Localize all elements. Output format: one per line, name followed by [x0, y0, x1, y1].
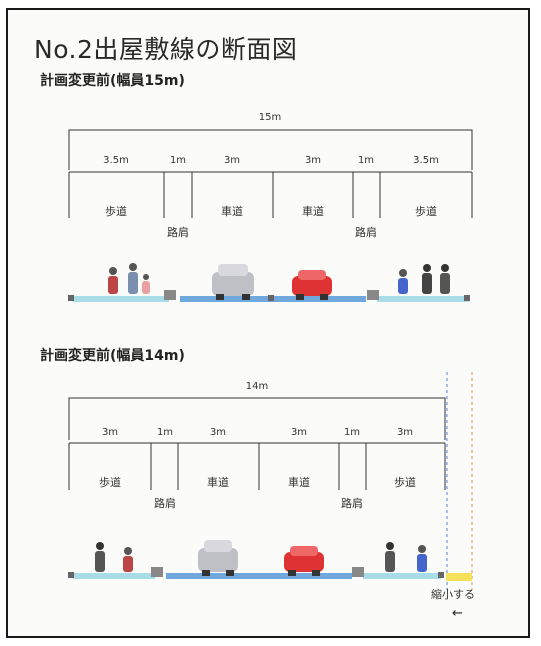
sidewalk-left-2 [73, 573, 155, 579]
curb-right-1 [367, 290, 379, 300]
sidewalk-right-2 [363, 573, 441, 579]
total-width-bracket-1 [68, 129, 473, 170]
width-label: 3m [223, 155, 241, 166]
width-label: 1m [357, 155, 375, 166]
page-title: No.2出屋敷線の断面図 [34, 35, 298, 64]
width-label: 1m [169, 155, 187, 166]
car-icon-3 [198, 540, 238, 576]
segment-label-sidewalk: 歩道 [105, 205, 127, 218]
width-label: 3.5m [413, 155, 439, 166]
curb-right-2 [352, 567, 364, 577]
total-width-label-1: 15m [258, 112, 282, 123]
car-icon-1 [212, 264, 254, 300]
sidewalk-left-1 [73, 296, 169, 302]
segment-label-sidewalk: 歩道 [394, 476, 416, 489]
segment-label-road: 車道 [288, 476, 310, 489]
total-width-bracket-2 [68, 397, 446, 440]
pedestrian-icons-right-2 [385, 542, 427, 572]
left-arrow-icon: ← [452, 606, 463, 621]
width-label: 3m [290, 427, 308, 438]
shoulder-label: 路肩 [355, 226, 377, 239]
segment-label-sidewalk: 歩道 [99, 476, 121, 489]
width-label: 3m [396, 427, 414, 438]
shoulder-label: 路肩 [154, 497, 176, 510]
sidewalk-right-1 [377, 296, 469, 302]
width-label: 3m [209, 427, 227, 438]
segment-label-road: 車道 [221, 205, 243, 218]
diagram-frame [6, 8, 530, 638]
width-label: 3.5m [103, 155, 129, 166]
section-2-subtitle: 計画変更前(幅員14m) [40, 348, 185, 364]
section-1-subtitle: 計画変更前(幅員15m) [40, 73, 185, 89]
pedestrian-icons-left-2 [95, 542, 133, 572]
width-label: 1m [156, 427, 174, 438]
curb-left-1 [164, 290, 176, 300]
segment-label-road: 車道 [302, 205, 324, 218]
shrink-band [446, 573, 472, 581]
pedestrian-icons-right-1 [398, 264, 450, 294]
car-icon-2 [292, 270, 332, 300]
curb-left-2 [151, 567, 163, 577]
segment-label-sidewalk: 歩道 [415, 205, 437, 218]
carriageway-2 [166, 573, 352, 579]
segment-label-road: 車道 [207, 476, 229, 489]
shoulder-label: 路肩 [167, 226, 189, 239]
shrink-label: 縮小する [431, 588, 475, 601]
shoulder-label: 路肩 [341, 497, 363, 510]
width-label: 3m [101, 427, 119, 438]
pedestrian-icons-left-1 [108, 263, 150, 294]
width-label: 3m [304, 155, 322, 166]
car-icon-4 [284, 546, 324, 576]
width-label: 1m [343, 427, 361, 438]
total-width-label-2: 14m [245, 381, 269, 392]
